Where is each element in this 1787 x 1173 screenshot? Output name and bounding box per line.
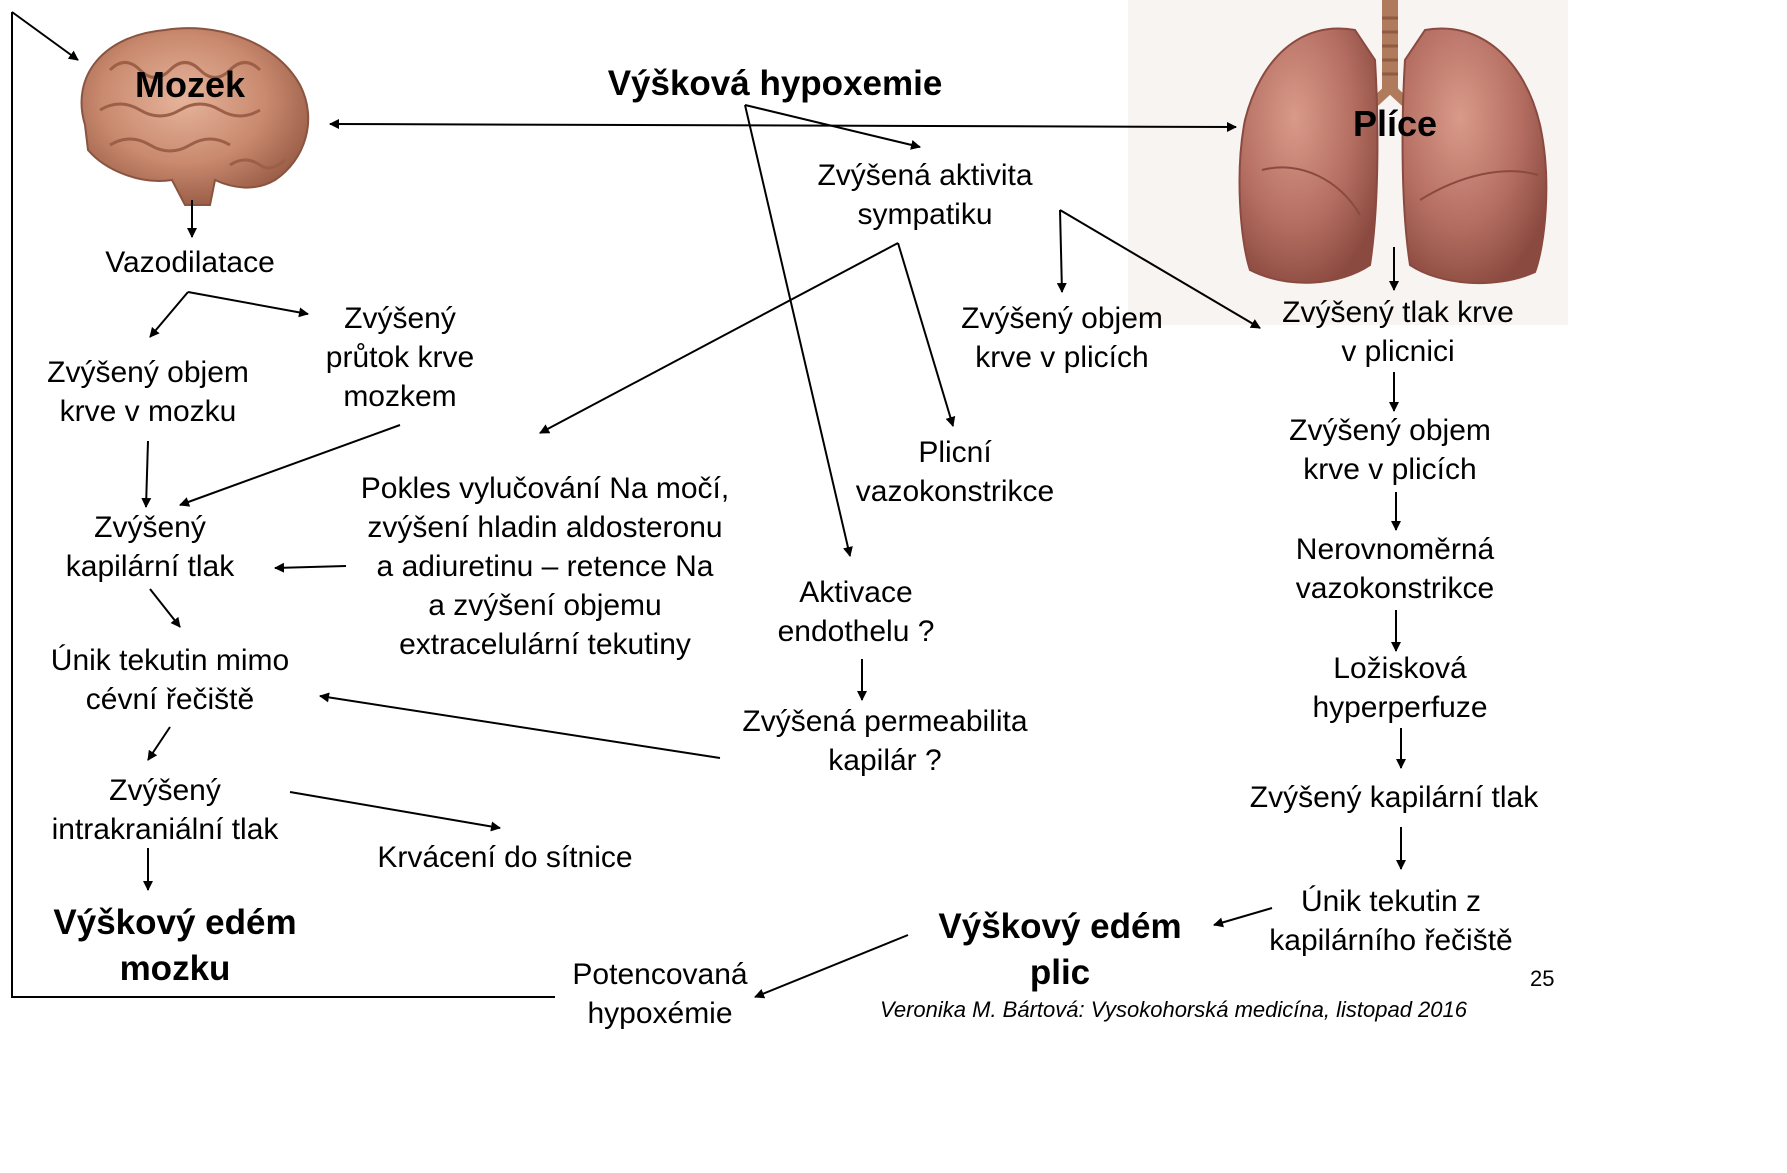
page-number: 25 bbox=[1530, 966, 1554, 992]
node-permeabilita: Zvýšená permeabilita kapilár ? bbox=[715, 702, 1055, 780]
node-plicni-vazokonstrikce: Plicní vazokonstrikce bbox=[830, 433, 1080, 511]
node-tlak-plicnice: Zvýšený tlak krve v plicnici bbox=[1268, 293, 1528, 371]
arrow-unik-intrakranialni bbox=[148, 727, 170, 760]
arrow-kapilarni-unik bbox=[150, 589, 180, 627]
node-loziskova: Ložisková hyperperfuze bbox=[1290, 649, 1510, 727]
node-krvaceni: Krvácení do sítnice bbox=[340, 838, 670, 877]
arrow-edem-plic-potencovana bbox=[755, 935, 908, 997]
arrow-vazodilatace-prutok bbox=[188, 292, 308, 314]
node-unik-mozek: Únik tekutin mimo cévní řečiště bbox=[20, 641, 320, 719]
arrow-objem-kapilarni bbox=[146, 441, 148, 507]
node-vazodilatace: Vazodilatace bbox=[70, 243, 310, 282]
node-kapilarni-plice: Zvýšený kapilární tlak bbox=[1226, 778, 1562, 817]
brain-label: Mozek bbox=[110, 64, 270, 106]
arrow-feedback-to-brain bbox=[12, 12, 78, 60]
arrow-intrakranialni-krvaceni bbox=[290, 792, 500, 828]
arrow-permeabilita-unik bbox=[320, 696, 720, 758]
node-objem-plice-mid: Zvýšený objem krve v plicích bbox=[930, 299, 1194, 377]
node-pokles: Pokles vylučování Na močí, zvýšení hladi… bbox=[330, 469, 760, 664]
node-endothel: Aktivace endothelu ? bbox=[750, 573, 962, 651]
lungs-illustration bbox=[1128, 0, 1568, 325]
brain-illustration bbox=[82, 28, 309, 205]
footer-credit: Veronika M. Bártová: Vysokohorská medicí… bbox=[880, 997, 1467, 1023]
arrow-sympatikus-pokles bbox=[540, 243, 898, 433]
node-kapilarni-mozek: Zvýšený kapilární tlak bbox=[40, 508, 260, 586]
diagram-title: Výšková hypoxemie bbox=[570, 63, 980, 105]
arrow-vazodilatace-objem bbox=[150, 292, 188, 337]
node-potencovana: Potencovaná hypoxémie bbox=[545, 955, 775, 1033]
node-nerovnomerna: Nerovnoměrná vazokonstrikce bbox=[1270, 530, 1520, 608]
node-unik-plice: Únik tekutin z kapilárního řečiště bbox=[1246, 882, 1536, 960]
node-intrakranialni: Zvýšený intrakraniální tlak bbox=[20, 771, 310, 849]
node-edem-mozku: Výškový edém mozku bbox=[30, 900, 320, 992]
arrow-brain-lungs bbox=[330, 124, 1236, 127]
node-objem-plice-right: Zvýšený objem krve v plicích bbox=[1258, 411, 1522, 489]
slide: Mozek Plíce Výšková hypoxemie Vazodilata… bbox=[0, 0, 1568, 1029]
arrow-sympatikus-objem bbox=[1060, 210, 1062, 292]
node-prutok-mozek: Zvýšený průtok krve mozkem bbox=[300, 299, 500, 416]
node-objem-mozek: Zvýšený objem krve v mozku bbox=[20, 353, 276, 431]
node-edem-plic: Výškový edém plic bbox=[915, 904, 1205, 996]
lungs-label: Plíce bbox=[1330, 103, 1460, 145]
node-sympatikus: Zvýšená aktivita sympatiku bbox=[790, 156, 1060, 234]
